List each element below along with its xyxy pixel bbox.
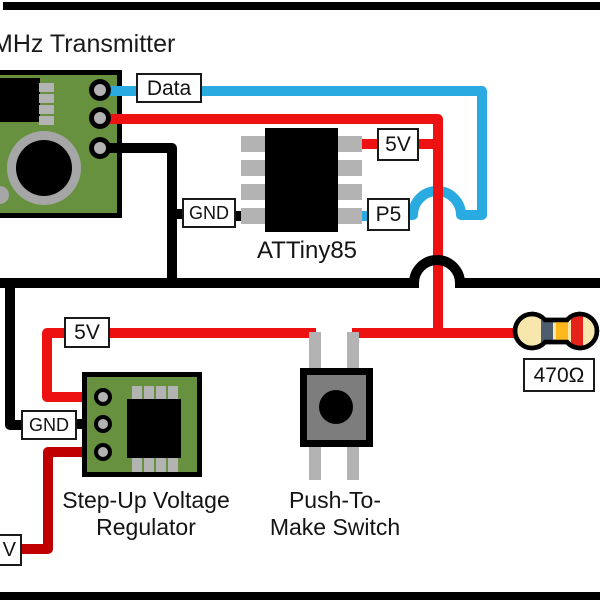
transmitter-ic-pin <box>39 116 54 125</box>
label-5v-top: 5V <box>377 128 419 161</box>
transmitter-ic-pin <box>39 94 54 103</box>
label-gnd-bottom: GND <box>21 410 77 440</box>
frame-top-bar <box>3 2 600 10</box>
switch-caption: Push-To- Make Switch <box>245 487 425 541</box>
transmitter-pad-gnd-hole <box>94 142 106 154</box>
attiny-pin-left-1 <box>241 136 267 152</box>
switch-leg-top-left <box>309 332 321 370</box>
attiny-pin-right-1 <box>336 136 362 152</box>
label-5v-bottom: 5V <box>64 317 110 348</box>
transmitter-ic-pin <box>39 105 54 114</box>
label-v-in: V <box>0 534 22 566</box>
regulator-pad-vin-hole <box>98 447 108 457</box>
regulator-ic <box>127 399 181 458</box>
switch-leg-bottom-left <box>309 444 321 480</box>
resistor-band-2 <box>556 314 568 348</box>
regulator-pad-5v-hole <box>98 392 108 402</box>
switch-button <box>319 390 353 424</box>
attiny-pin-left-3 <box>241 184 267 200</box>
regulator-pad-gnd-hole <box>98 419 108 429</box>
transmitter-ic <box>0 78 40 122</box>
attiny-pin-right-4 <box>336 208 362 224</box>
wire-vin-regulator-red <box>22 447 103 554</box>
regulator-caption-line2: Regulator <box>96 514 196 540</box>
regulator-caption: Step-Up Voltage Regulator <box>51 487 241 541</box>
regulator-ic-pin <box>144 457 154 472</box>
regulator-ic-pin <box>156 386 166 401</box>
switch-leg-bottom-right <box>347 444 359 480</box>
resistor-band-1 <box>541 314 553 348</box>
switch-caption-line2: Make Switch <box>269 514 401 540</box>
attiny85-chip <box>265 128 338 232</box>
label-data: Data <box>136 73 202 103</box>
attiny-pin-right-3 <box>336 184 362 200</box>
regulator-ic-pin <box>168 457 178 472</box>
wire-5v-regulator-red <box>42 328 316 402</box>
frame-bottom-bar <box>0 592 600 600</box>
label-resistor-value: 470Ω <box>523 358 595 392</box>
wire-gnd-transmitter-black <box>99 143 177 283</box>
label-p5: P5 <box>367 198 410 231</box>
resistor-outline <box>512 311 600 351</box>
regulator-ic-pin <box>132 457 142 472</box>
label-gnd-top: GND <box>182 198 236 228</box>
wire-ground-bus-black <box>0 255 600 288</box>
transmitter-resonator-can <box>16 140 72 196</box>
regulator-caption-line1: Step-Up Voltage <box>62 487 230 513</box>
attiny-pin-left-2 <box>241 160 267 176</box>
transmitter-ic-pin <box>39 83 54 92</box>
transmitter-pad-data-hole <box>94 84 106 96</box>
regulator-ic-pin <box>156 457 166 472</box>
attiny-pin-right-2 <box>336 160 362 176</box>
regulator-ic-pin <box>168 386 178 401</box>
regulator-ic-pin <box>132 386 142 401</box>
switch-caption-line1: Push-To- <box>288 487 382 513</box>
attiny-pin-left-4 <box>241 208 267 224</box>
attiny85-label: ATTiny85 <box>256 237 358 264</box>
diagram-title: MHz Transmitter <box>0 30 176 58</box>
regulator-ic-pin <box>144 386 154 401</box>
resistor-470 <box>512 311 600 351</box>
switch-leg-top-right <box>347 332 359 370</box>
transmitter-pad <box>0 186 9 204</box>
transmitter-pad-vcc-hole <box>94 112 106 124</box>
resistor-band-3 <box>571 314 583 348</box>
wire-gnd-regulator-black <box>5 283 21 430</box>
